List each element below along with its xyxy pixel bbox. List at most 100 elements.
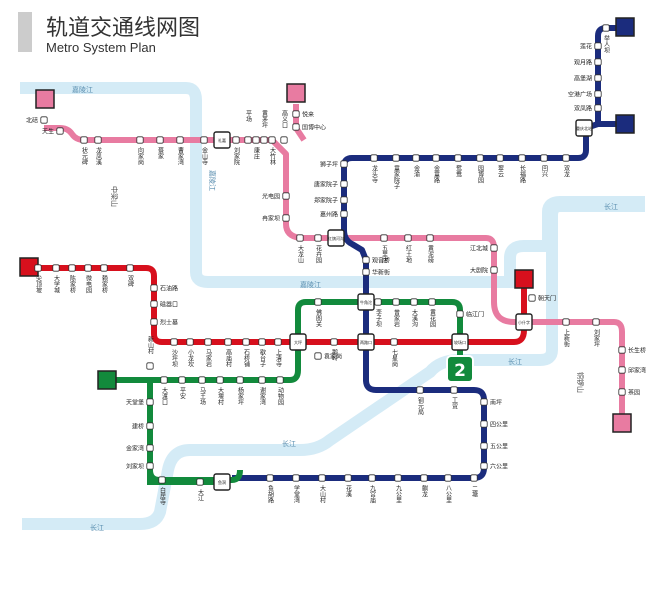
station-l1_chenjiaqiao[interactable] <box>68 264 76 272</box>
station-l1_gaomiao[interactable] <box>224 338 232 346</box>
station-l6_dazhushan[interactable] <box>296 234 304 242</box>
station-l6_wulidian[interactable] <box>380 234 388 242</box>
station-l2_dayancun[interactable] <box>216 376 224 384</box>
interchange-xiaoshizi[interactable] <box>515 313 533 331</box>
station-l6_liujiaping[interactable] <box>592 318 600 326</box>
station-l3_shiguang[interactable] <box>594 58 602 66</box>
station-l3_yunhe[interactable] <box>318 474 326 482</box>
terminal-square-beibei[interactable] <box>35 89 55 109</box>
station-l3_changfu[interactable] <box>518 154 526 162</box>
station-l3_linjiangmen[interactable] <box>456 310 464 318</box>
station-l3_tongyuanju[interactable] <box>416 386 424 394</box>
terminal-square-chaotianmen[interactable] <box>514 269 534 289</box>
station-l3_wugongli[interactable] <box>480 442 488 450</box>
station-l6_guobozhongxin[interactable] <box>292 123 300 131</box>
station-l3_shuanglong[interactable] <box>562 154 570 162</box>
station-l6_caojiawan[interactable] <box>176 136 184 144</box>
station-l3_qixinggang[interactable] <box>390 338 398 346</box>
station-l3_erlang[interactable] <box>470 474 478 482</box>
station-l3_shuangfenglu[interactable] <box>594 104 602 112</box>
station-l3_huangyuan[interactable] <box>428 298 436 306</box>
station-l2_dajiang[interactable] <box>196 478 204 486</box>
station-l3_jiugongli[interactable] <box>394 474 402 482</box>
station-l2_pingan[interactable] <box>178 376 186 384</box>
station-l3_guanyinqiao[interactable] <box>362 256 370 264</box>
station-l6_chaotianmen[interactable] <box>528 294 536 302</box>
station-l1_daxuecheng[interactable] <box>52 264 60 272</box>
station-l2_xinshancun[interactable] <box>146 362 154 370</box>
station-l6_qiujiawan[interactable] <box>618 366 626 374</box>
terminal-square-juren[interactable] <box>615 17 635 37</box>
station-l3_jiangjin[interactable] <box>368 474 376 482</box>
station-l3_liugongli[interactable] <box>480 462 488 470</box>
station-l3_longtousi[interactable] <box>370 154 378 162</box>
station-l3_yuhulu[interactable] <box>266 474 274 482</box>
station-l6_yueshan[interactable] <box>200 136 208 144</box>
station-l1_shangqingsi[interactable] <box>274 338 282 346</box>
station-l3_huixing[interactable] <box>540 154 548 162</box>
station-l3_nanping[interactable] <box>480 398 488 406</box>
station-l1_shapingba[interactable] <box>170 338 178 346</box>
station-l6_liujia[interactable] <box>232 136 240 144</box>
interchange-airport[interactable] <box>575 119 593 137</box>
station-l1_shuangbei[interactable] <box>126 264 134 272</box>
station-l1_shiqiao[interactable] <box>242 338 250 346</box>
terminal-square-yuelai[interactable] <box>286 83 306 103</box>
station-l2_dadukou[interactable] <box>160 376 168 384</box>
station-l3_lizi[interactable] <box>374 298 382 306</box>
station-l3_konggang[interactable] <box>594 90 602 98</box>
station-l3_yuanbo[interactable] <box>476 154 484 162</box>
station-l6_yuelai[interactable] <box>292 110 300 118</box>
station-l6_jiangbeicheng[interactable] <box>490 244 498 252</box>
station-l6_huangmaoping[interactable] <box>260 136 268 144</box>
interchange-niujiaotuo[interactable] <box>357 293 375 311</box>
station-l3_gaobao[interactable] <box>594 74 602 82</box>
station-l3_tongjiayuanzi[interactable] <box>392 154 400 162</box>
station-l3_qilong[interactable] <box>420 474 428 482</box>
station-l6_guangdian[interactable] <box>282 192 290 200</box>
station-l2_jinjiawan[interactable] <box>146 444 154 452</box>
station-l1_lieshimu[interactable] <box>150 318 158 326</box>
station-l3_lianhua[interactable] <box>594 42 602 50</box>
station-l3_bagongli[interactable] <box>444 474 452 482</box>
station-l3_zhengjiayuanzi[interactable] <box>340 196 348 204</box>
interchange-tuzhiqiao[interactable] <box>451 333 469 351</box>
station-l3_daxigou[interactable] <box>410 298 418 306</box>
terminal-square-chayuan[interactable] <box>612 413 632 433</box>
station-l6_shangxinjie[interactable] <box>562 318 570 326</box>
interchange-daping[interactable] <box>289 333 307 351</box>
station-l2_mawangchang[interactable] <box>198 376 206 384</box>
station-l6_pingchang[interactable] <box>244 136 252 144</box>
station-l3_zengjia[interactable] <box>392 298 400 306</box>
station-l1_majiayan[interactable] <box>204 338 212 346</box>
station-l6_huahuyuan[interactable] <box>314 234 322 242</box>
station-l6_chayuan[interactable] <box>618 388 626 396</box>
station-l6_huangnibang[interactable] <box>426 234 434 242</box>
station-l1_yuanjiagang[interactable] <box>314 352 322 360</box>
interchange-shamao[interactable] <box>213 131 231 149</box>
station-l6_ranjiaba[interactable] <box>282 214 290 222</box>
station-l3_fotuguan[interactable] <box>314 298 322 306</box>
station-l3_jinyu[interactable] <box>412 154 420 162</box>
station-l6_daju[interactable] <box>490 266 498 274</box>
station-l1_weidian[interactable] <box>84 264 92 272</box>
station-l1_laijiaqiao[interactable] <box>100 264 108 272</box>
station-l3_shihzitou[interactable] <box>340 160 348 168</box>
station-l3_gongmao[interactable] <box>450 386 458 394</box>
station-l6_xiangjiagang[interactable] <box>136 136 144 144</box>
station-l3_cuiyun[interactable] <box>496 154 504 162</box>
station-l6_tiansheng[interactable] <box>56 127 64 135</box>
interchange-yudong[interactable] <box>213 473 231 491</box>
station-l2_xiejiawan[interactable] <box>258 376 266 384</box>
station-l3_tangjiayuanzi[interactable] <box>340 180 348 188</box>
station-l2_baijusi[interactable] <box>158 476 166 484</box>
station-l6_caijia[interactable] <box>156 136 164 144</box>
station-l6_longfeng[interactable] <box>94 136 102 144</box>
station-l3_huaxi[interactable] <box>344 474 352 482</box>
station-l2_yangjiaping[interactable] <box>236 376 244 384</box>
station-l1_ciqikou[interactable] <box>150 300 158 308</box>
station-l3_yuanyang[interactable] <box>454 154 462 162</box>
station-l1_dongwuyuan[interactable] <box>276 376 284 384</box>
station-l2_tianjia[interactable] <box>146 398 154 406</box>
station-l1_shiyoulu[interactable] <box>150 284 158 292</box>
